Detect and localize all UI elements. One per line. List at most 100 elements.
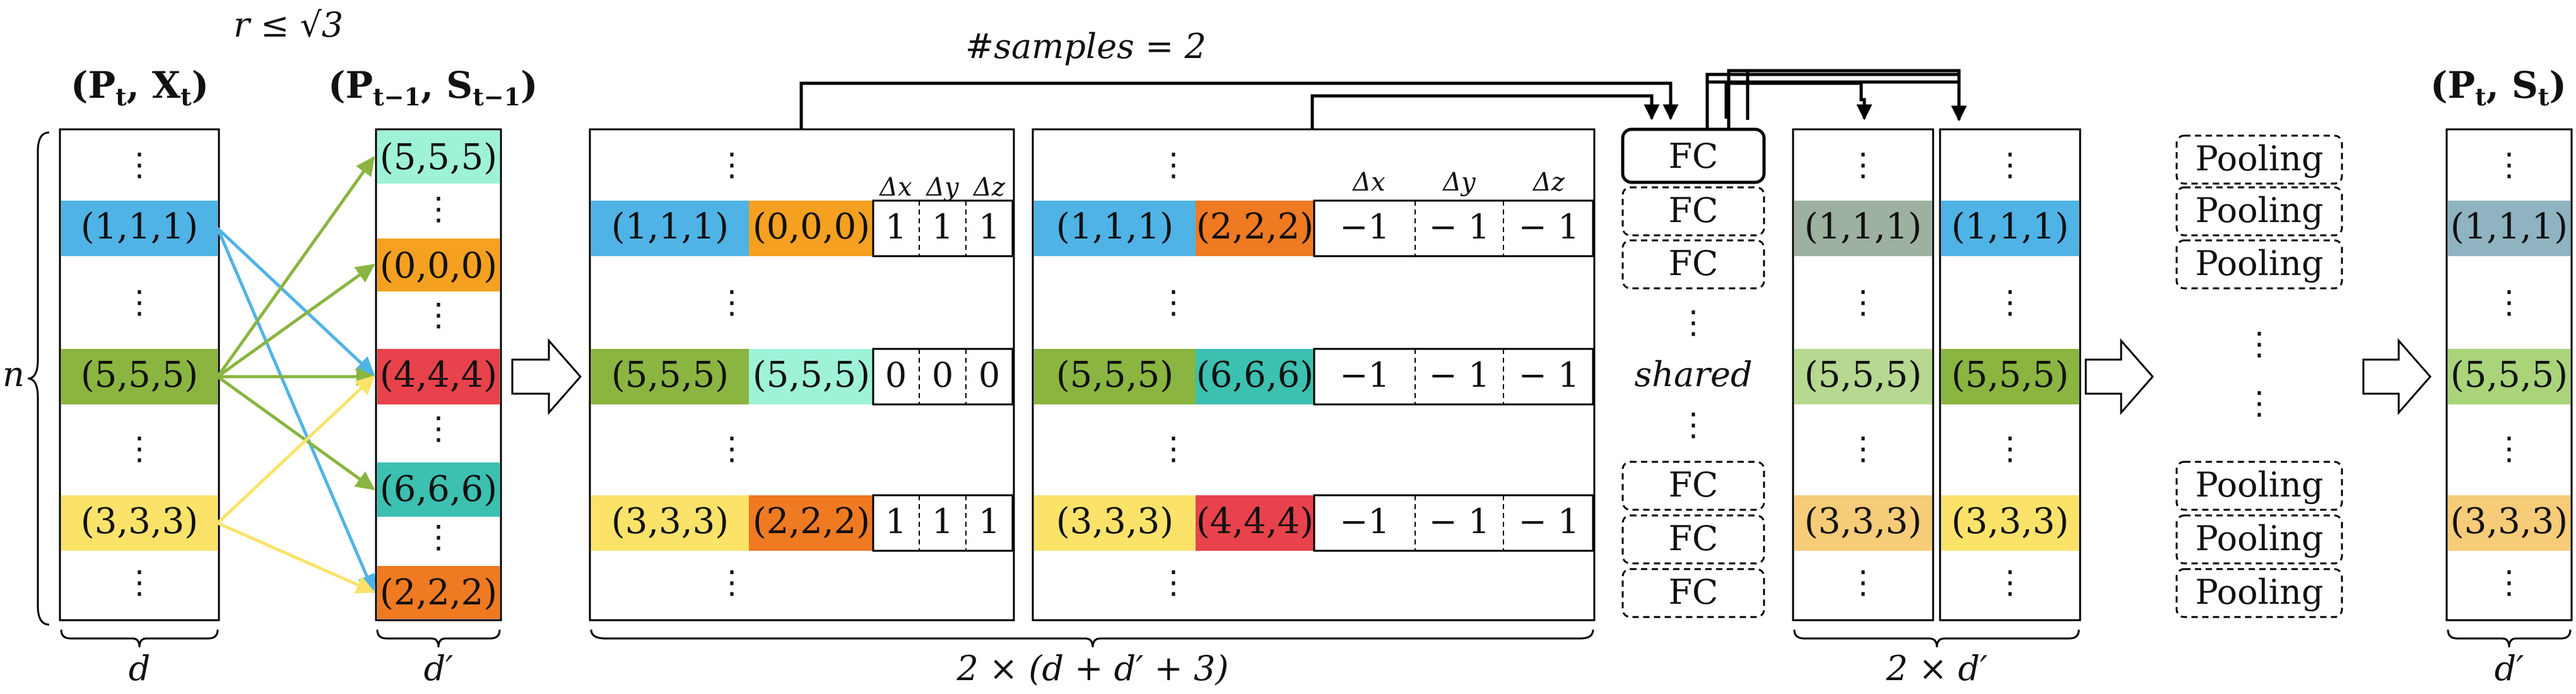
svg-text:Δz: Δz xyxy=(1532,168,1565,197)
input-column: (1,1,1) (5,5,5) (3,3,3) ⋮ ⋮ ⋮ ⋮ xyxy=(59,128,220,621)
nb-row-dark-orange xyxy=(377,566,500,619)
svg-text:− 1: − 1 xyxy=(1429,502,1490,541)
svg-text:(5,5,5): (5,5,5) xyxy=(753,355,870,396)
input-row-yellow xyxy=(61,495,218,551)
fc-box-active xyxy=(1621,127,1766,184)
svg-text:1: 1 xyxy=(885,207,907,247)
svg-text:⋮: ⋮ xyxy=(716,430,748,467)
svg-text:⋮: ⋮ xyxy=(124,564,155,601)
query-arrows xyxy=(216,156,376,594)
nb-row-teal xyxy=(377,462,500,517)
neighbor-header: (Pt−1, St−1) xyxy=(328,64,538,111)
neighbor-column: (5,5,5) (0,0,0) (4,4,4) (6,6,6) (2,2,2) … xyxy=(375,128,502,621)
svg-text:Pooling: Pooling xyxy=(2195,519,2323,558)
fc-output-column-1: (1,1,1) (5,5,5) (3,3,3) ⋮ ⋮ ⋮ ⋮ xyxy=(1792,128,1934,621)
svg-text:⋮: ⋮ xyxy=(1847,564,1879,601)
svg-text:Δx: Δx xyxy=(878,173,912,202)
svg-text:⋮: ⋮ xyxy=(2493,284,2525,321)
concat-dim-brace xyxy=(590,629,1594,648)
svg-text:(4,4,4): (4,4,4) xyxy=(1196,501,1314,542)
svg-text:⋮: ⋮ xyxy=(423,410,454,447)
svg-text:⋮: ⋮ xyxy=(124,284,155,321)
svg-text:−1: −1 xyxy=(1339,207,1390,247)
svg-text:Pooling: Pooling xyxy=(2195,572,2323,612)
fc-output-column-2: (1,1,1) (5,5,5) (3,3,3) ⋮ ⋮ ⋮ ⋮ xyxy=(1939,128,2081,621)
svg-text:FC: FC xyxy=(1669,572,1719,612)
nb-row-mint xyxy=(377,131,500,184)
svg-text:(0,0,0): (0,0,0) xyxy=(380,245,497,286)
svg-text:0: 0 xyxy=(885,355,907,395)
svg-text:(5,5,5): (5,5,5) xyxy=(1056,355,1173,396)
svg-text:FC: FC xyxy=(1669,136,1719,176)
svg-text:⋮: ⋮ xyxy=(1847,284,1879,321)
svg-text:⋮: ⋮ xyxy=(1847,430,1879,467)
svg-text:(5,5,5): (5,5,5) xyxy=(1804,355,1922,396)
svg-text:⋮: ⋮ xyxy=(2493,430,2525,467)
svg-text:⋮: ⋮ xyxy=(2493,146,2525,183)
input-row-green xyxy=(61,349,218,404)
svg-text:Δx: Δx xyxy=(1351,168,1385,197)
input-header: (Pt, Xt) xyxy=(71,64,209,111)
svg-text:(3,3,3): (3,3,3) xyxy=(1056,501,1173,542)
flow-arrow-1 xyxy=(511,338,582,415)
pooling-column: Pooling Pooling Pooling ⋮ ⋮ Pooling Pool… xyxy=(2175,134,2343,618)
svg-text:(2,2,2): (2,2,2) xyxy=(1196,206,1314,247)
svg-text:1: 1 xyxy=(885,502,907,541)
svg-text:Pooling: Pooling xyxy=(2195,191,2323,230)
svg-text:(5,5,5): (5,5,5) xyxy=(81,355,198,396)
svg-text:1: 1 xyxy=(979,502,1000,541)
svg-text:Pooling: Pooling xyxy=(2195,244,2323,283)
d-label: d xyxy=(129,649,151,688)
svg-text:(5,5,5): (5,5,5) xyxy=(380,137,497,178)
svg-text:(3,3,3): (3,3,3) xyxy=(1951,501,2069,542)
shared-label: shared xyxy=(1634,355,1752,394)
nb-row-red xyxy=(377,349,500,404)
connector-lines xyxy=(799,69,1967,129)
svg-text:(4,4,4): (4,4,4) xyxy=(380,355,497,396)
sample2-table: Δx Δy Δz (1,1,1) (2,2,2) −1 − 1 − 1 (5,5… xyxy=(1032,128,1596,621)
svg-text:⋮: ⋮ xyxy=(1994,430,2026,467)
svg-text:⋮: ⋮ xyxy=(423,191,454,227)
svg-text:FC: FC xyxy=(1669,465,1719,505)
svg-text:(3,3,3): (3,3,3) xyxy=(611,501,729,542)
svg-text:⋮: ⋮ xyxy=(1678,406,1709,443)
input-row-blue xyxy=(61,201,218,256)
svg-text:(6,6,6): (6,6,6) xyxy=(380,469,497,510)
svg-text:Δy: Δy xyxy=(1442,168,1476,197)
svg-text:− 1: − 1 xyxy=(1519,355,1580,395)
svg-text:⋮: ⋮ xyxy=(124,430,155,467)
fc-dim-brace xyxy=(1793,629,2080,648)
svg-text:⋮: ⋮ xyxy=(2244,385,2275,421)
svg-text:(5,5,5): (5,5,5) xyxy=(611,355,729,396)
svg-text:⋮: ⋮ xyxy=(1158,430,1189,467)
d-prime-label-2: d′ xyxy=(2495,649,2524,688)
svg-text:1: 1 xyxy=(932,207,953,247)
d-brace xyxy=(60,629,219,648)
nb-row-orange xyxy=(377,238,500,291)
svg-text:(1,1,1): (1,1,1) xyxy=(1804,206,1922,247)
svg-text:(3,3,3): (3,3,3) xyxy=(1804,501,1922,542)
svg-text:⋮: ⋮ xyxy=(1994,284,2026,321)
svg-text:− 1: − 1 xyxy=(1429,355,1490,395)
svg-text:0: 0 xyxy=(932,355,953,395)
svg-text:⋮: ⋮ xyxy=(2244,326,2275,362)
concat-dim-label: 2 × (d + d′ + 3) xyxy=(956,649,1229,688)
svg-text:0: 0 xyxy=(979,355,1000,395)
svg-text:(1,1,1): (1,1,1) xyxy=(81,206,198,247)
svg-text:FC: FC xyxy=(1669,244,1719,283)
svg-text:⋮: ⋮ xyxy=(1994,564,2026,601)
output-column: (1,1,1) (5,5,5) (3,3,3) ⋮ ⋮ ⋮ ⋮ xyxy=(2445,128,2573,621)
svg-text:− 1: − 1 xyxy=(1429,207,1490,247)
svg-text:(2,2,2): (2,2,2) xyxy=(753,501,870,542)
radius-condition-label: r ≤ √3 xyxy=(233,5,343,45)
svg-text:(5,5,5): (5,5,5) xyxy=(1951,355,2069,396)
svg-text:⋮: ⋮ xyxy=(1158,564,1189,601)
svg-text:− 1: − 1 xyxy=(1519,207,1580,247)
fc-dim-label: 2 × d′ xyxy=(1886,649,1988,688)
svg-text:⋮: ⋮ xyxy=(124,146,155,183)
d-prime-brace-1 xyxy=(376,629,501,648)
svg-text:(1,1,1): (1,1,1) xyxy=(2450,206,2568,247)
samples-label: #samples = 2 xyxy=(965,26,1206,66)
svg-text:(6,6,6): (6,6,6) xyxy=(1196,355,1314,396)
